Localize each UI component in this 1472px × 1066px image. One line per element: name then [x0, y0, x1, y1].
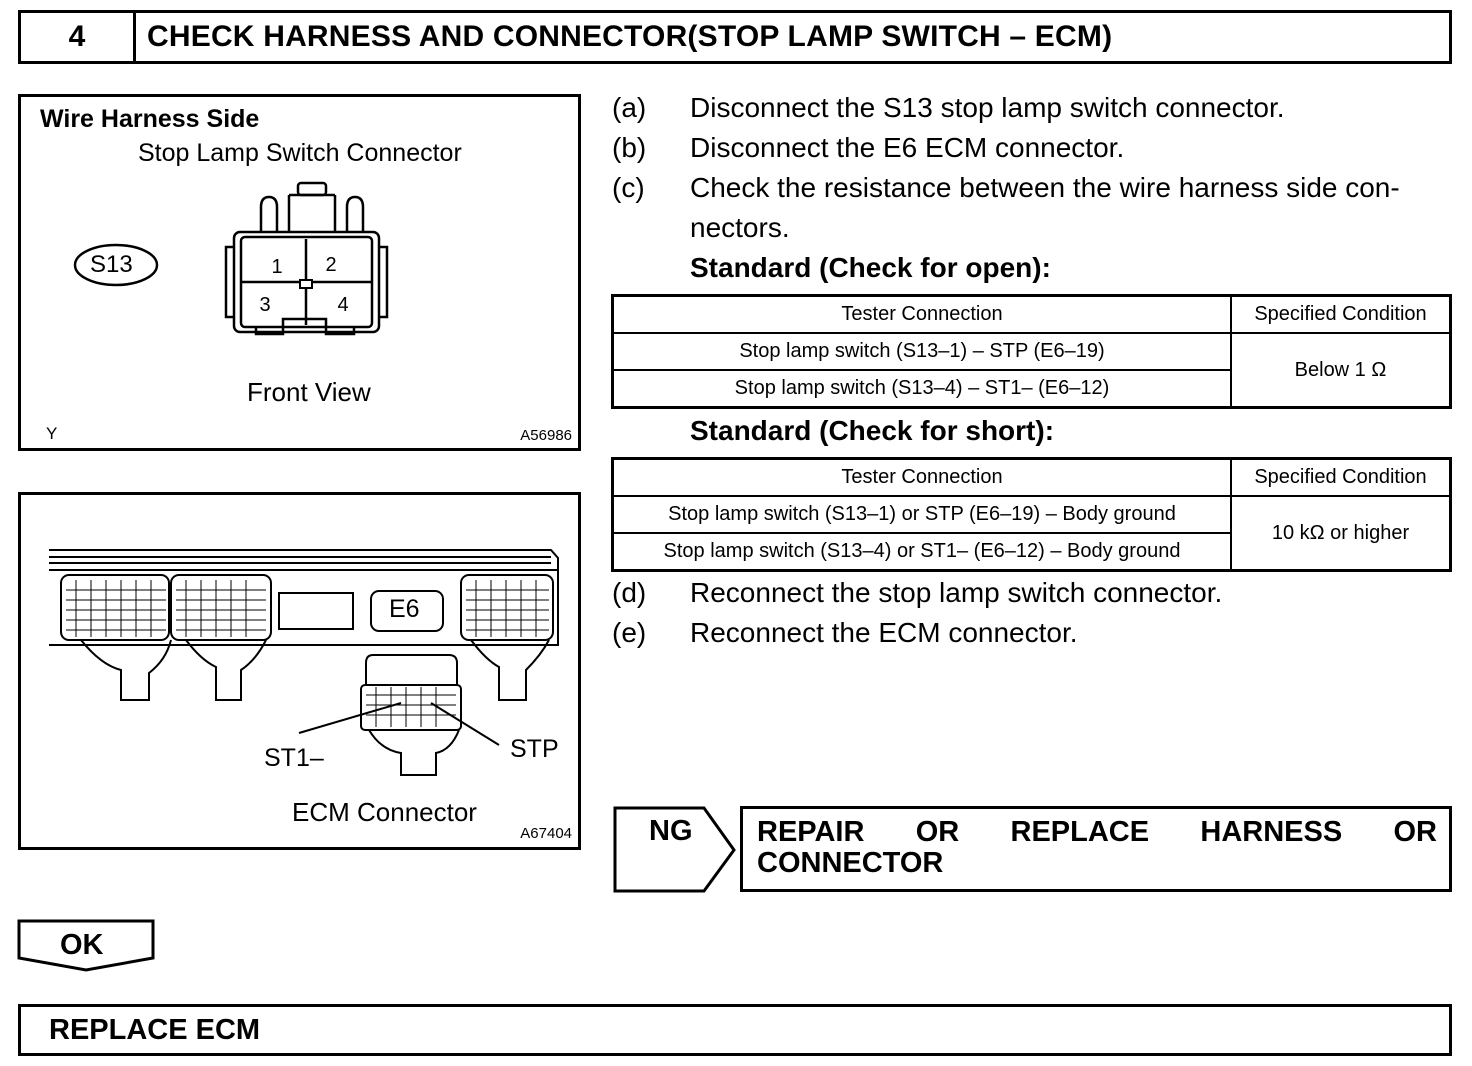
- col-header: Specified Condition: [1230, 294, 1452, 334]
- ng-arrow: [613, 806, 736, 893]
- col-header: Tester Connection: [611, 457, 1232, 497]
- step-letter: (d): [612, 577, 647, 608]
- standard-short-title: Standard (Check for short):: [690, 415, 1055, 446]
- table-cell: Stop lamp switch (S13–4) or ST1– (E6–12)…: [611, 532, 1232, 572]
- table-cell: 10 kΩ or higher: [1230, 495, 1452, 572]
- pin-3-label: 3: [259, 294, 270, 316]
- step-text: Reconnect the stop lamp switch connector…: [690, 577, 1223, 608]
- col-header: Tester Connection: [611, 294, 1232, 334]
- ecm-connector-figure: E6 ST1– STP ECM Connector A67404: [18, 492, 581, 850]
- step-letter: (e): [612, 617, 647, 648]
- step-title: CHECK HARNESS AND CONNECTOR(STOP LAMP SW…: [147, 20, 1113, 53]
- final-action-box: REPLACE ECM: [18, 1004, 1452, 1056]
- stp-terminal-label: STP: [510, 735, 559, 763]
- pin-2-label: 2: [325, 254, 336, 276]
- standard-open-title: Standard (Check for open):: [690, 252, 1051, 283]
- step-text: Reconnect the ECM connector.: [690, 617, 1078, 648]
- step-text: nectors.: [690, 212, 790, 243]
- connector-drawing: 1 2 3 4: [73, 181, 389, 336]
- ng-result-line-2: CONNECTOR: [757, 847, 944, 879]
- standard-open-table: Tester Connection Specified Condition St…: [611, 294, 1452, 409]
- st1-terminal-label: ST1–: [264, 744, 324, 772]
- figure-corner-code: Y: [46, 424, 58, 443]
- figure-heading: Wire Harness Side: [40, 105, 260, 133]
- step-text: Disconnect the E6 ECM connector.: [690, 132, 1125, 163]
- ng-label: NG: [649, 815, 693, 847]
- ecm-connector-code: E6: [389, 595, 420, 623]
- step-letter: (c): [612, 172, 645, 203]
- step-text: Disconnect the S13 stop lamp switch conn…: [690, 92, 1285, 123]
- pin-4-label: 4: [337, 294, 348, 316]
- connector-name: Stop Lamp Switch Connector: [138, 139, 462, 167]
- ecm-connector-caption: ECM Connector: [292, 797, 477, 827]
- connector-code-ellipse: [73, 243, 159, 287]
- table-cell: Stop lamp switch (S13–4) – ST1– (E6–12): [611, 369, 1232, 409]
- step-text: Check the resistance between the wire ha…: [690, 172, 1400, 203]
- connector-code-label: S13: [90, 251, 133, 278]
- ok-arrow: [17, 919, 155, 972]
- pin-1-label: 1: [271, 256, 282, 278]
- view-label: Front View: [247, 377, 371, 407]
- ng-result-box: REPAIR OR REPLACE HARNESS OR CONNECTOR: [740, 806, 1452, 892]
- step-letter: (a): [612, 92, 647, 123]
- col-header: Specified Condition: [1230, 457, 1452, 497]
- step-header: 4 CHECK HARNESS AND CONNECTOR(STOP LAMP …: [18, 10, 1452, 64]
- ecm-drawing: [49, 549, 559, 776]
- figure-id: A56986: [520, 427, 572, 444]
- ok-label: OK: [60, 929, 104, 961]
- step-number: 4: [21, 13, 136, 61]
- table-cell: Stop lamp switch (S13–1) or STP (E6–19) …: [611, 495, 1232, 534]
- ng-result-line-1: REPAIR OR REPLACE HARNESS OR: [757, 816, 1437, 848]
- stop-lamp-switch-figure: Wire Harness Side Stop Lamp Switch Conne…: [18, 94, 581, 451]
- final-action-text: REPLACE ECM: [49, 1013, 261, 1046]
- standard-short-table: Tester Connection Specified Condition St…: [611, 457, 1452, 572]
- figure-id: A67404: [520, 825, 572, 842]
- table-cell: Below 1 Ω: [1230, 332, 1452, 409]
- table-cell: Stop lamp switch (S13–1) – STP (E6–19): [611, 332, 1232, 371]
- step-letter: (b): [612, 132, 647, 163]
